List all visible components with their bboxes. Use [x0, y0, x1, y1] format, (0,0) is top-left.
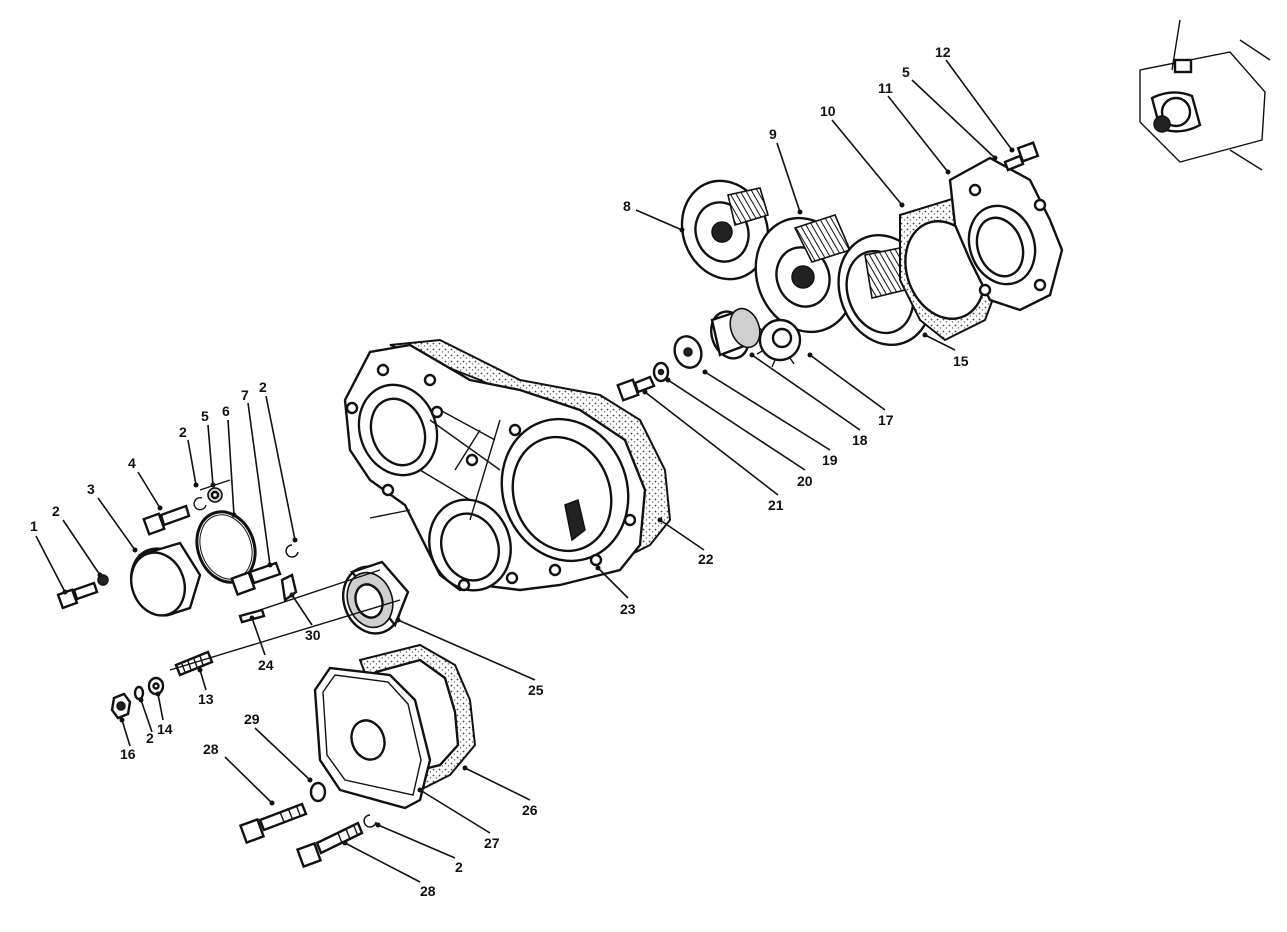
callout-labels: 1 2 3 4 2 5 6 7 2 8 9 10 11 5 12 13 14 2…	[30, 44, 969, 899]
callout-24: 24	[258, 657, 274, 673]
leader-lines	[35, 59, 1013, 883]
bolt-7	[230, 561, 282, 597]
callout-1: 1	[30, 518, 38, 534]
callout-3: 3	[87, 481, 95, 497]
callout-25: 25	[528, 682, 544, 698]
callout-4: 4	[128, 455, 136, 471]
callout-20: 20	[797, 473, 813, 489]
bushing-18	[709, 307, 761, 360]
nut-16	[110, 692, 132, 720]
callout-21: 21	[768, 497, 784, 513]
bolt-28a	[238, 802, 308, 845]
callout-14: 14	[157, 721, 173, 737]
callout-18: 18	[852, 432, 868, 448]
callout-2: 2	[455, 859, 463, 875]
callout-2: 2	[259, 379, 267, 395]
gearcase-housing	[343, 338, 672, 592]
callout-27: 27	[484, 835, 500, 851]
bolt-12	[1003, 141, 1040, 172]
callout-29: 29	[244, 711, 260, 727]
callout-2: 2	[179, 424, 187, 440]
gear-8	[680, 179, 770, 281]
callout-6: 6	[222, 403, 230, 419]
callout-19: 19	[822, 452, 838, 468]
callout-2: 2	[52, 503, 60, 519]
callout-5: 5	[902, 64, 910, 80]
washer-19	[673, 335, 703, 369]
callout-28: 28	[203, 741, 219, 757]
bolt-28b	[295, 821, 364, 869]
washer-29	[309, 781, 327, 803]
callout-12: 12	[935, 44, 951, 60]
callout-15: 15	[953, 353, 969, 369]
callout-9: 9	[769, 126, 777, 142]
lockwasher-2c	[285, 544, 299, 558]
washer-20	[652, 361, 670, 383]
washer-5a	[207, 487, 223, 503]
seal-25	[342, 560, 410, 635]
callout-26: 26	[522, 802, 538, 818]
bearing-cover-11	[948, 156, 1064, 312]
lockwasher-2d	[133, 685, 145, 701]
callout-13: 13	[198, 691, 214, 707]
callout-22: 22	[698, 551, 714, 567]
stud-13	[174, 650, 214, 677]
gear-9	[754, 214, 856, 334]
callout-16: 16	[120, 746, 136, 762]
bolt-4	[142, 504, 191, 536]
callout-10: 10	[820, 103, 836, 119]
callout-5: 5	[201, 408, 209, 424]
inset-thumbnail	[1139, 19, 1271, 171]
lockwasher-2e	[363, 814, 377, 828]
callout-30: 30	[305, 627, 321, 643]
cover-27	[313, 666, 432, 810]
washer-14	[147, 676, 165, 696]
callout-17: 17	[878, 412, 894, 428]
callout-8: 8	[623, 198, 631, 214]
lockwasher-2b	[193, 497, 207, 511]
sprocket-17	[755, 318, 802, 368]
bolt-21	[616, 375, 656, 402]
cap-3	[130, 541, 202, 617]
callout-7: 7	[241, 387, 249, 403]
callout-23: 23	[620, 601, 636, 617]
callout-28: 28	[420, 883, 436, 899]
lockwasher-2a	[97, 574, 109, 586]
bolt-1	[56, 581, 99, 610]
leader-dots	[62, 147, 1015, 846]
callout-11: 11	[878, 80, 893, 96]
callout-2: 2	[146, 730, 154, 746]
